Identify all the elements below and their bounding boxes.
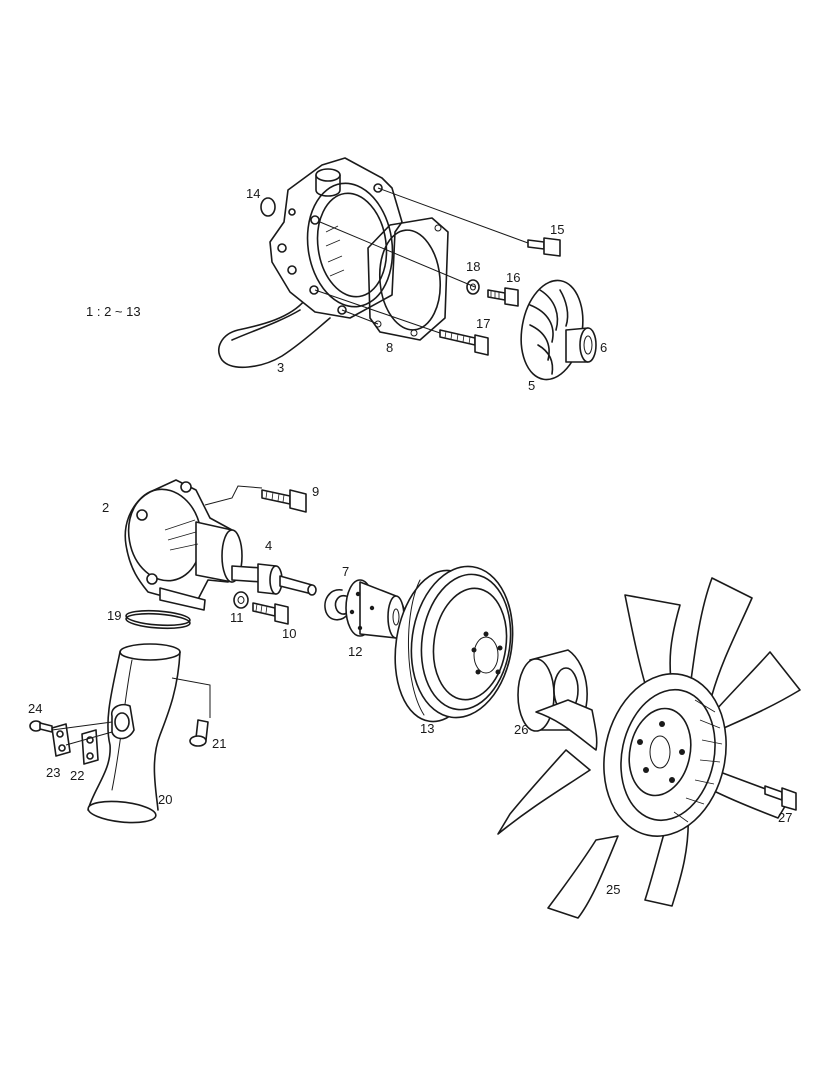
callout-5: 5 xyxy=(528,378,535,393)
callout-27: 27 xyxy=(778,810,792,825)
bolt-16 xyxy=(487,287,519,307)
bolt-9 xyxy=(261,489,307,513)
bolt-10 xyxy=(252,602,289,625)
callout-13: 13 xyxy=(420,721,434,736)
callout-16: 16 xyxy=(506,270,520,285)
callout-26: 26 xyxy=(514,722,528,737)
callout-8: 8 xyxy=(386,340,393,355)
washer-18 xyxy=(466,279,480,295)
elbow-pipe-20 xyxy=(87,643,181,824)
callout-4: 4 xyxy=(265,538,272,553)
shaft-bearing-4 xyxy=(231,563,317,596)
clamp-22 xyxy=(81,729,99,765)
washer-11 xyxy=(233,591,249,609)
callout-19: 19 xyxy=(107,608,121,623)
callout-6: 6 xyxy=(600,340,607,355)
callout-11: 11 xyxy=(230,610,244,625)
o-ring-14 xyxy=(260,197,276,217)
callout-12: 12 xyxy=(348,644,362,659)
callout-labels: 1 : 2 ~ 13 2 3 4 5 6 7 8 9 10 11 12 13 1… xyxy=(28,186,792,897)
pump-housing-2 xyxy=(124,479,243,611)
callout-15: 15 xyxy=(550,222,564,237)
alignment-lines-upper xyxy=(314,187,529,334)
bolt-17 xyxy=(439,329,489,356)
pulley-13 xyxy=(394,565,514,723)
callout-14: 14 xyxy=(246,186,260,201)
callout-10: 10 xyxy=(282,626,296,641)
bolt-24 xyxy=(29,720,53,733)
callout-20: 20 xyxy=(158,792,172,807)
callout-23: 23 xyxy=(46,765,60,780)
callout-18: 18 xyxy=(466,259,480,274)
callout-24: 24 xyxy=(28,701,42,716)
leader-bolt-21 xyxy=(171,677,211,718)
alignment-lines-lower xyxy=(51,721,113,746)
bolt-27 xyxy=(764,785,797,811)
circlip-7 xyxy=(324,589,349,621)
callout-22: 22 xyxy=(70,768,84,783)
gasket-8 xyxy=(367,217,449,341)
hub-flange-12 xyxy=(345,579,406,639)
bolt-21 xyxy=(189,719,209,747)
callout-9: 9 xyxy=(312,484,319,499)
leader-bolt-9 xyxy=(204,485,263,506)
callout-25: 25 xyxy=(606,882,620,897)
o-ring-19 xyxy=(125,609,191,630)
callout-7: 7 xyxy=(342,564,349,579)
callout-2: 2 xyxy=(102,500,109,515)
fan-25 xyxy=(497,577,801,919)
plate-23 xyxy=(51,723,71,757)
callout-21: 21 xyxy=(212,736,226,751)
bolt-15 xyxy=(527,237,561,257)
callout-17: 17 xyxy=(476,316,490,331)
callout-3: 3 xyxy=(277,360,284,375)
scope-note: 1 : 2 ~ 13 xyxy=(86,304,141,319)
hub-6 xyxy=(565,327,597,363)
